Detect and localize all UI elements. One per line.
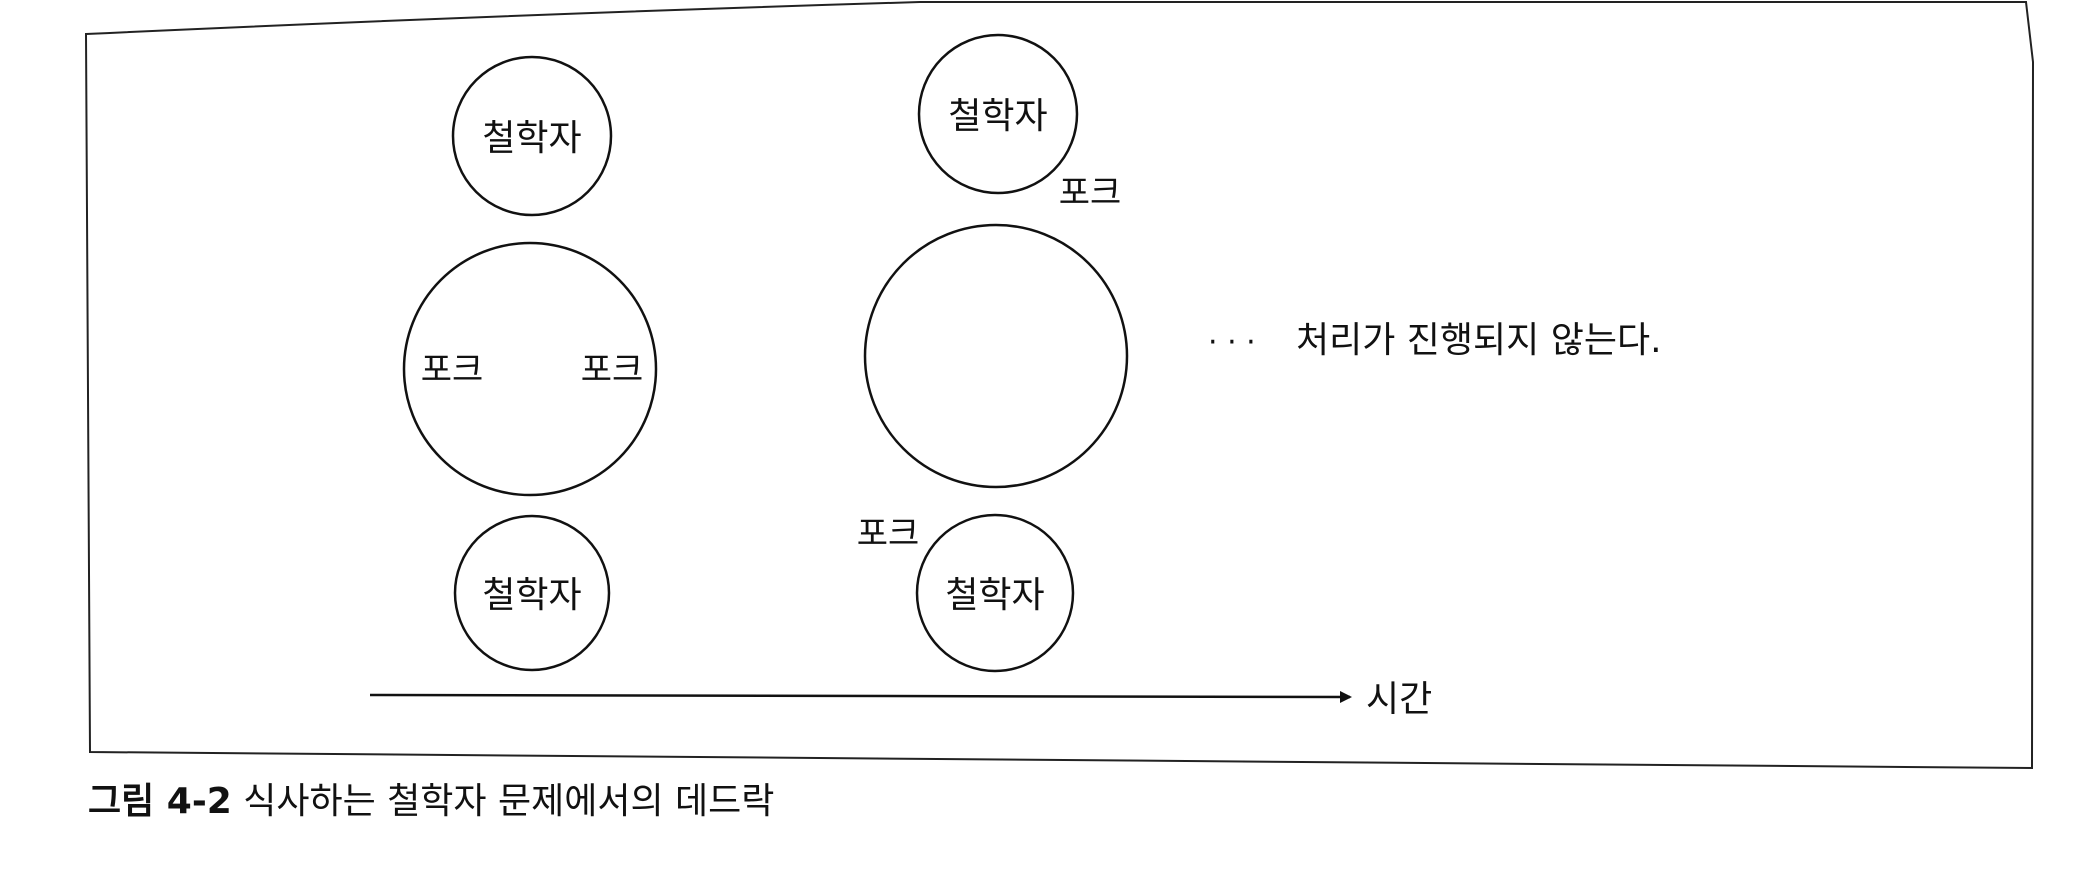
right-state: 철학자 포크 포크 철학자 <box>857 33 1129 673</box>
right-bottom-philosopher-node <box>915 513 1075 673</box>
left-table-fork-left-label: 포크 <box>421 350 484 390</box>
time-axis-arrow <box>369 690 1352 703</box>
right-fork-bottom-label: 포크 <box>857 514 920 554</box>
left-bottom-philosopher-label: 철학자 <box>482 575 581 616</box>
right-top-philosopher-label: 철학자 <box>948 96 1047 137</box>
left-table-fork-right-label: 포크 <box>581 350 644 390</box>
left-state: 철학자 포크 포크 철학자 <box>402 55 658 672</box>
time-axis-label: 시간 <box>1366 679 1432 720</box>
figure-caption: 그림 4-2 식사하는 철학자 문제에서의 데드락 <box>88 772 774 824</box>
right-fork-top-label: 포크 <box>1059 173 1122 213</box>
right-top-philosopher-node <box>917 33 1079 195</box>
left-top-philosopher-label: 철학자 <box>482 118 581 159</box>
left-bottom-philosopher-node <box>453 514 611 672</box>
status-text: 처리가 진행되지 않는다. <box>1296 320 1662 361</box>
left-top-philosopher-node <box>451 55 613 217</box>
figure-caption-text: 식사하는 철학자 문제에서의 데드락 <box>243 781 775 822</box>
right-bottom-philosopher-label: 철학자 <box>945 575 1044 616</box>
page-frame <box>84 1 2035 770</box>
status-dots: · · · <box>1208 325 1256 360</box>
figure-number: 그림 4-2 <box>88 781 232 822</box>
right-table-node <box>863 223 1129 489</box>
left-table-node <box>402 241 658 497</box>
